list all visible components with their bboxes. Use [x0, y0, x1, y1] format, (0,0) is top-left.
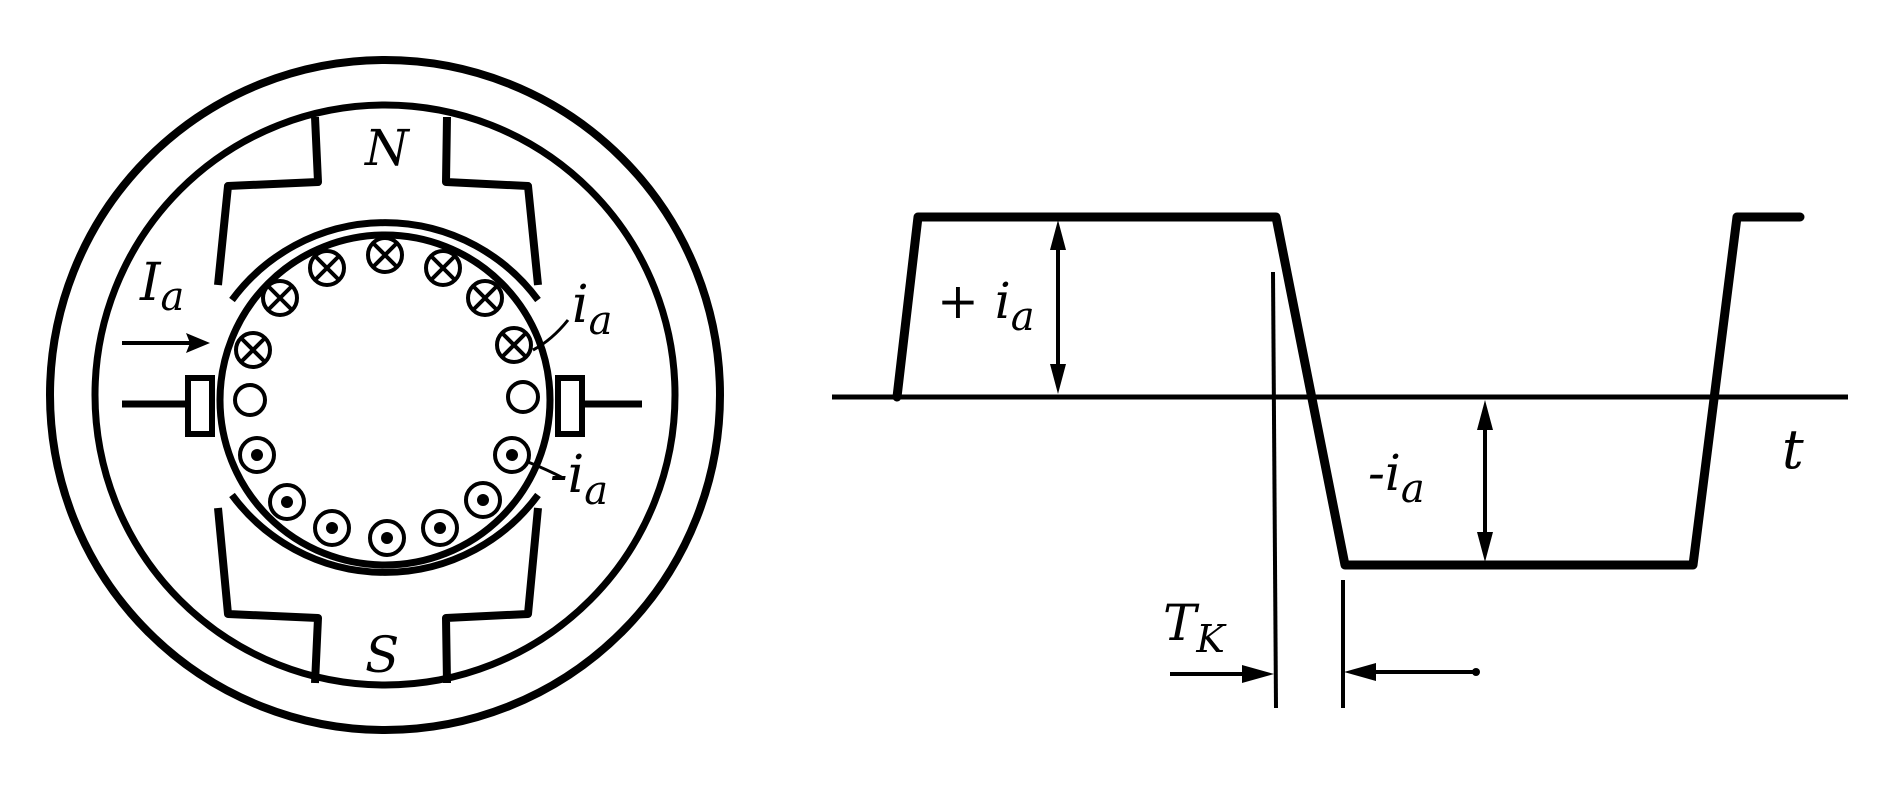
conductor-out-5	[421, 509, 459, 547]
negative-current-arrow	[1477, 400, 1493, 562]
pole-n-left	[214, 116, 322, 286]
conductor-into-5	[424, 249, 462, 287]
pole-south-label: S	[365, 626, 399, 684]
conductor-into-7	[495, 326, 533, 364]
conductors-out-of-page	[238, 436, 531, 557]
armature	[216, 231, 554, 569]
conductor-out-4	[368, 519, 406, 557]
brush-right	[555, 375, 585, 437]
armature-current-label: Ia	[139, 253, 184, 320]
conductors-neutral	[233, 380, 540, 417]
commutation-period-label: TK	[1163, 594, 1227, 661]
armature-current-arrow	[122, 333, 210, 353]
negative-current-label: -ia	[1368, 444, 1425, 512]
conductor-out-1	[238, 436, 276, 474]
pole-north-label: N	[364, 119, 411, 177]
positive-current-label: + ia	[937, 272, 1035, 340]
conductor-into-2	[261, 279, 299, 317]
conductor-into-1	[234, 331, 272, 369]
pole-s-left	[214, 507, 322, 684]
pole-s-right	[442, 507, 542, 684]
machine-cross-section: N S Ia ia -ia	[46, 56, 724, 734]
current-waveform: + ia -ia t TK	[832, 212, 1848, 709]
conductor-neutral-right	[506, 380, 540, 414]
conductor-current-bottom-label: -ia	[550, 445, 608, 514]
conductor-into-3	[308, 249, 346, 287]
conductors-into-page	[234, 236, 533, 369]
conductor-into-4	[366, 236, 404, 274]
outer-yoke	[46, 56, 724, 734]
conductor-out-2	[268, 483, 306, 521]
time-axis-label: t	[1782, 418, 1804, 481]
commutation-dimension	[1170, 663, 1480, 683]
conductor-out-3	[313, 509, 351, 547]
leader-ia-top	[532, 319, 570, 352]
commutation-start-line	[1271, 271, 1278, 709]
conductor-out-7	[493, 436, 531, 474]
pole-shoe-north	[229, 219, 541, 303]
leader-ia-bottom	[527, 460, 564, 480]
brush-left	[185, 375, 215, 437]
conductor-out-6	[464, 481, 502, 519]
conductor-current-top-label: ia	[572, 275, 613, 344]
pole-n-right	[442, 116, 542, 286]
conductor-neutral-left	[233, 383, 267, 417]
positive-current-arrow	[1050, 220, 1066, 394]
pole-shoe-south	[229, 492, 541, 576]
waveform-trace	[892, 212, 1805, 570]
inner-yoke	[91, 101, 679, 689]
conductor-into-6	[466, 279, 504, 317]
